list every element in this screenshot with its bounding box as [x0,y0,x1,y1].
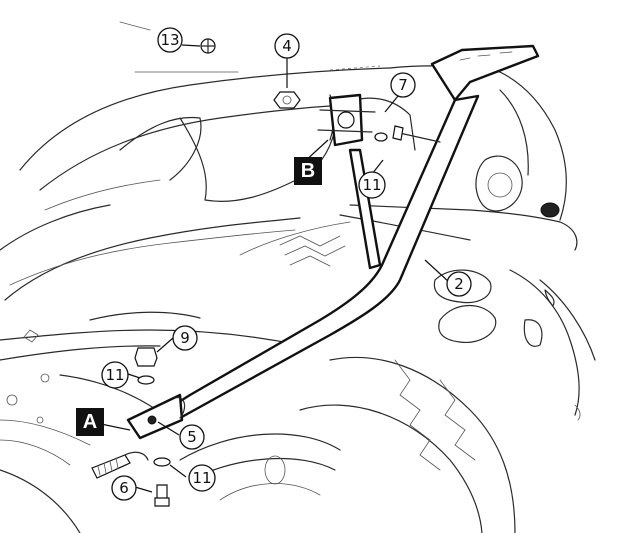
label-a-text: A [83,411,97,433]
callout-11-upper-text: 11 [362,176,381,194]
callout-2-text: 2 [454,275,464,293]
callout-11-upper: 11 [358,171,386,199]
motorcycle-sketch [0,21,596,533]
callout-2: 2 [446,271,472,297]
callout-11-middle-text: 11 [105,366,124,384]
callout-7-text: 7 [398,76,408,94]
label-a: A [76,408,104,436]
callout-9-text: 9 [180,329,190,347]
hardware [134,38,441,507]
callout-4: 4 [274,33,300,59]
callout-5: 5 [179,424,205,450]
callout-6: 6 [111,475,137,501]
callout-13-text: 13 [160,31,179,49]
label-b: B [294,157,322,185]
callout-9: 9 [172,325,198,351]
callout-5-text: 5 [187,428,197,446]
rack-frame [126,44,540,440]
callout-4-text: 4 [282,37,292,55]
callout-11-middle: 11 [101,361,129,389]
callout-11-lower: 11 [188,464,216,492]
callout-11-lower-text: 11 [192,469,211,487]
callout-6-text: 6 [119,479,129,497]
callout-7: 7 [390,72,416,98]
callout-13: 13 [157,27,183,53]
label-b-text: B [301,160,315,182]
